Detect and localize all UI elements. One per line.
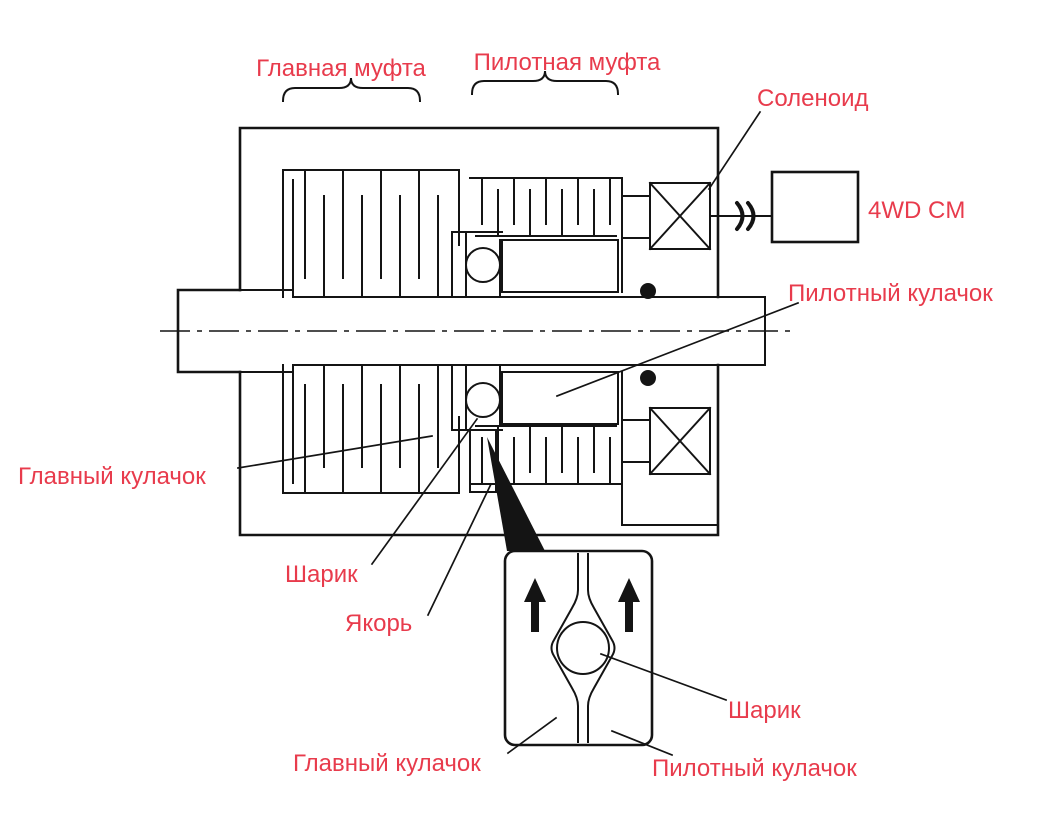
callout-wedge — [487, 437, 545, 551]
leader-pilot-cam — [555, 301, 800, 398]
brace-main-clutch — [281, 77, 422, 103]
leader-armature — [426, 482, 493, 617]
leader-solenoid — [707, 110, 762, 191]
clutch-plates — [481, 425, 611, 485]
solenoid-wire — [709, 201, 773, 231]
pilot-clutch-pack-top — [469, 177, 621, 237]
braces — [281, 70, 620, 103]
input-shaft — [177, 289, 766, 373]
pilot-cam-plate-bottom — [501, 371, 619, 425]
control-module-box — [770, 170, 860, 244]
clutch-plates — [304, 169, 439, 298]
main-clutch-pack-bottom — [282, 364, 460, 494]
connector-dot-top — [640, 283, 656, 299]
clutch-plates — [304, 364, 439, 494]
solenoid-bottom — [621, 371, 719, 526]
leader-ball — [370, 417, 479, 566]
label-ball: Шарик — [285, 561, 358, 588]
label-solenoid: Соленоид — [757, 85, 869, 112]
up-arrow-right-icon — [618, 578, 640, 632]
coil-cross — [648, 406, 712, 476]
ball-bottom — [465, 382, 501, 418]
label-inset-pilot-cam: Пилотный кулачок — [652, 755, 857, 782]
coil-cross — [648, 181, 712, 251]
solenoid-coil-bottom — [649, 407, 711, 475]
label-inset-ball: Шарик — [728, 697, 801, 724]
wire-break-icon — [735, 201, 756, 231]
ball-cage-top — [451, 231, 503, 298]
label-main-cam: Главный кулачок — [18, 463, 206, 490]
inset-detail — [503, 549, 654, 747]
inset-main-cam-profile — [550, 553, 579, 743]
pilot-clutch-pack-bottom — [469, 425, 621, 485]
pilot-cam-plate-top — [501, 239, 619, 293]
label-control-module: 4WD CM — [868, 197, 965, 224]
leader-lines — [237, 110, 800, 757]
label-pilot-clutch: Пилотная муфта — [474, 49, 661, 76]
clutch-plates — [481, 177, 611, 237]
solenoid-top — [621, 177, 712, 293]
label-pilot-cam: Пилотный кулачок — [788, 280, 993, 307]
main-clutch-pack-top — [282, 169, 460, 298]
leader-inset-main-cam — [506, 716, 558, 755]
label-main-clutch: Главная муфта — [256, 55, 426, 82]
inset-ball — [556, 621, 610, 675]
leader-inset-ball — [599, 652, 728, 702]
up-arrow-left-icon — [524, 578, 546, 632]
label-armature: Якорь — [345, 610, 412, 637]
inset-pilot-cam-profile — [587, 553, 616, 743]
labels: Главная муфта Пилотная муфта Соленоид 4W… — [18, 49, 993, 782]
connector-dot-bottom — [640, 370, 656, 386]
leader-inset-pilot-cam — [610, 729, 674, 757]
label-inset-main-cam: Главный кулачок — [293, 750, 481, 777]
brace-pilot-clutch — [470, 70, 620, 96]
leader-main-cam — [237, 435, 433, 469]
ball-top — [465, 247, 501, 283]
